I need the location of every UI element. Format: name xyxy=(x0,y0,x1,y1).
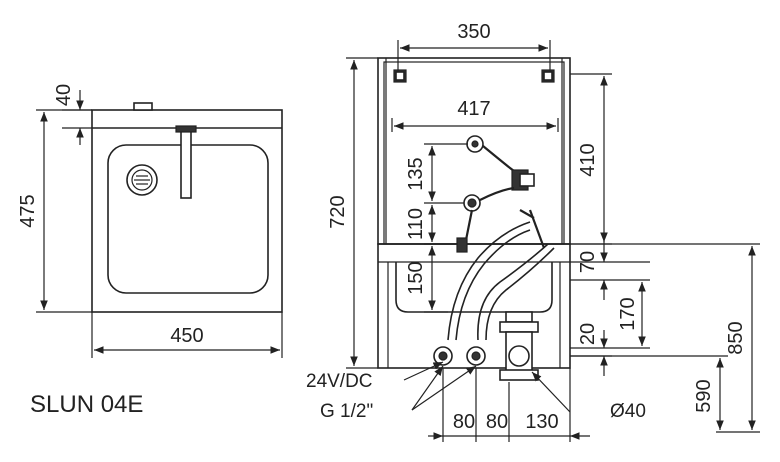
drain-pipe xyxy=(499,311,539,381)
label-drain: Ø40 xyxy=(610,401,646,422)
dim-417: 417 xyxy=(457,98,490,120)
dim-130: 130 xyxy=(525,411,558,433)
sink-outline xyxy=(91,109,283,313)
dim-40: 40 xyxy=(53,84,75,106)
dim-170: 170 xyxy=(617,297,639,330)
hose-2 xyxy=(477,243,549,341)
dim-720: 720 xyxy=(327,195,349,228)
rear-view: 24V/DC G 1/2" Ø40 350 417 720 410 135 11… xyxy=(306,21,760,442)
dim-590: 590 xyxy=(693,379,715,412)
valve-icon xyxy=(466,135,535,191)
dim-135: 135 xyxy=(405,157,427,190)
dim-150: 150 xyxy=(405,261,427,294)
connector-g12-a xyxy=(466,346,486,366)
dim-475: 475 xyxy=(17,194,39,227)
solenoid-icon xyxy=(456,186,515,253)
connector-24v xyxy=(433,346,453,366)
dim-850: 850 xyxy=(725,321,747,354)
dim-350: 350 xyxy=(457,21,490,43)
dim-450: 450 xyxy=(170,325,203,347)
dim-70: 70 xyxy=(577,251,599,273)
top-button xyxy=(133,102,153,111)
drain-icon xyxy=(126,164,158,196)
basin-side xyxy=(395,262,553,313)
label-g12: G 1/2" xyxy=(320,401,373,422)
hose-1 xyxy=(447,221,531,341)
dim-20: 20 xyxy=(577,323,599,345)
spout xyxy=(180,127,192,199)
model-label: SLUN 04E xyxy=(30,391,143,418)
dim-80-a: 80 xyxy=(453,411,475,433)
dim-410: 410 xyxy=(577,143,599,176)
dim-110: 110 xyxy=(405,208,427,240)
label-24v: 24V/DC xyxy=(306,371,373,392)
front-view: 40 475 450 xyxy=(17,84,283,358)
dim-80-b: 80 xyxy=(486,411,508,433)
